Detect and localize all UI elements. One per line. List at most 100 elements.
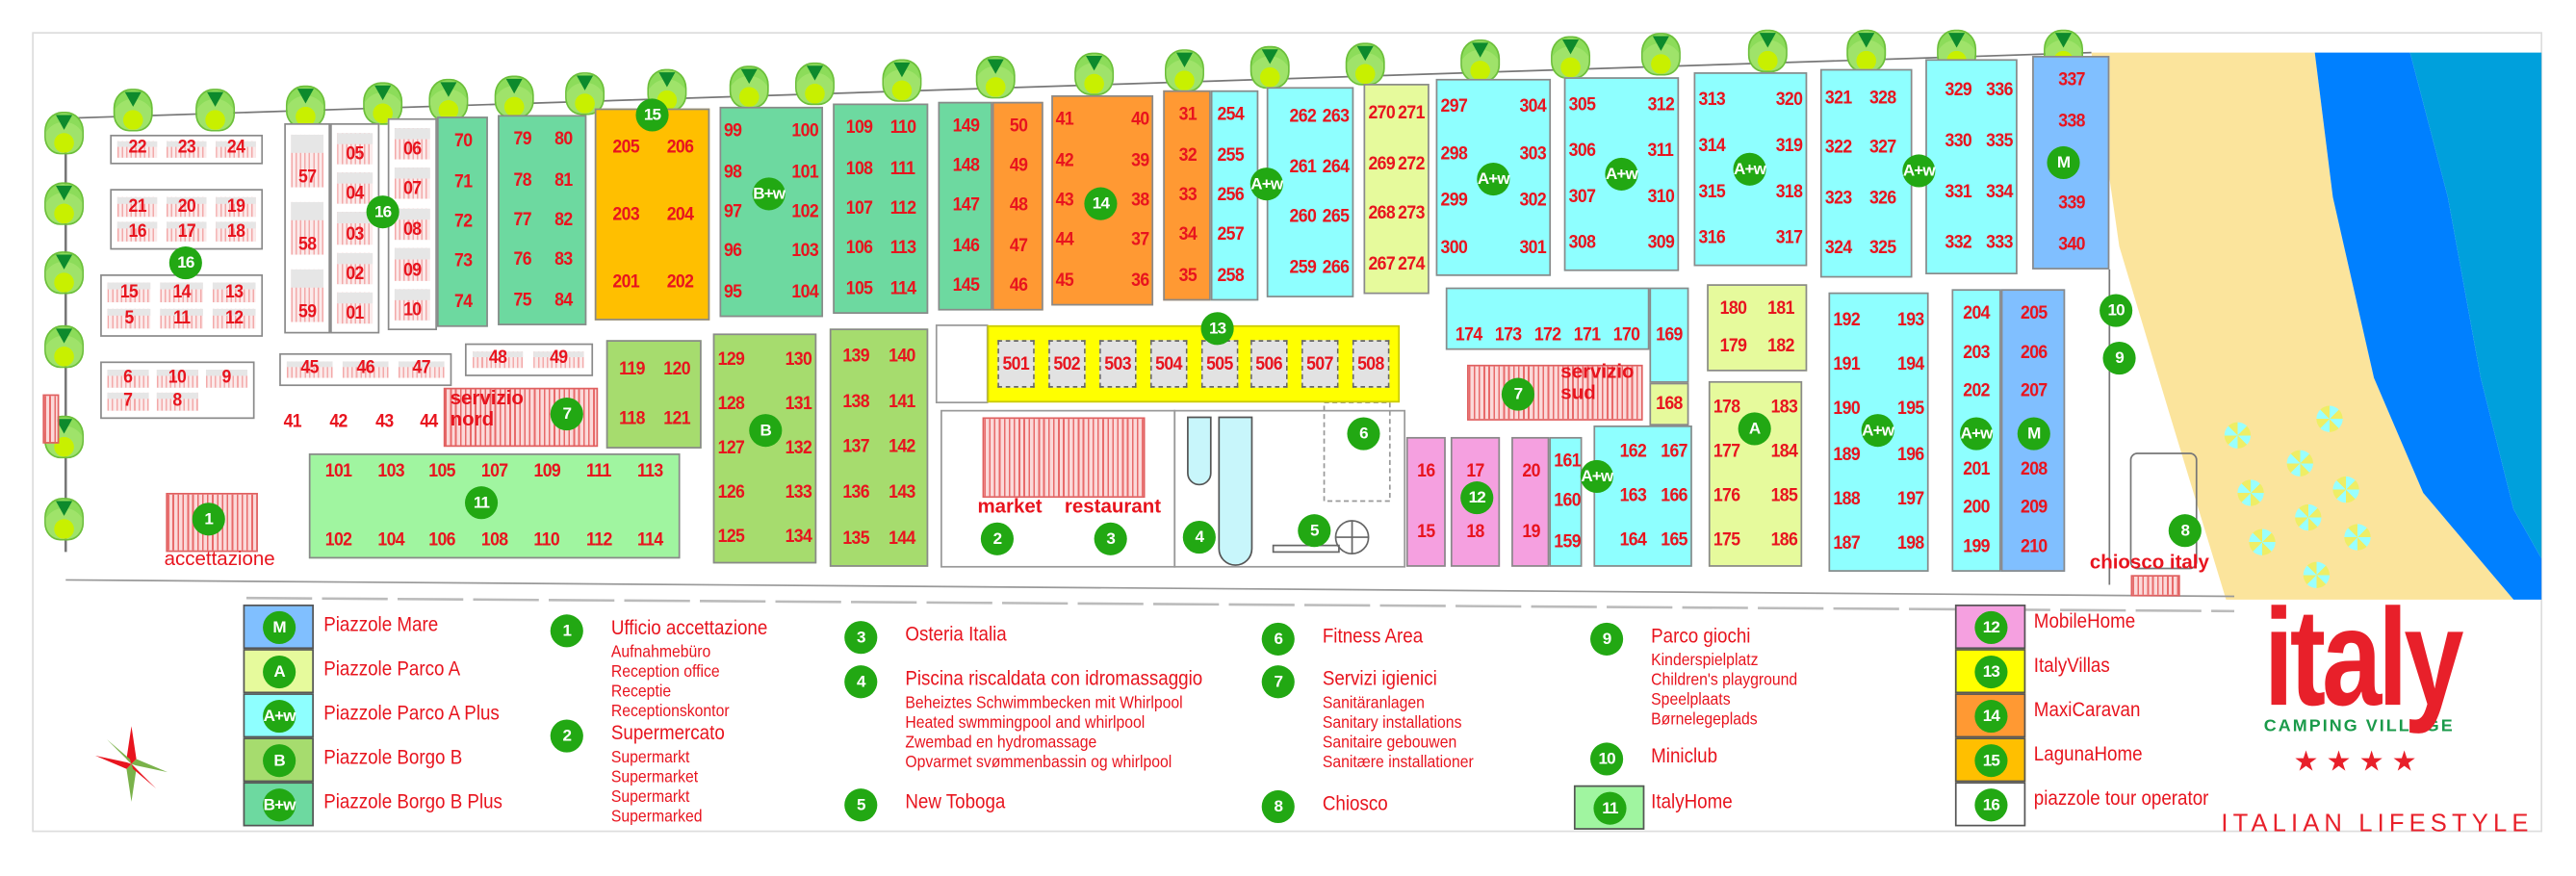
pitch-number[interactable]: 99 [723,121,742,142]
pitch-number[interactable]: 22 [117,138,159,158]
pitch-number[interactable]: 44 [1055,230,1074,251]
pitch-number[interactable]: 323 [1824,188,1852,209]
pitch-number[interactable]: 111 [586,461,611,482]
pitch-number[interactable]: 328 [1868,89,1896,109]
pitch-number[interactable]: 256 [1217,185,1245,206]
pitch-number[interactable]: 17 [166,221,207,243]
pitch-number[interactable]: 329 [1945,79,1972,100]
pitch-number[interactable]: 39 [1131,150,1149,170]
pitch-number[interactable]: 77 [512,210,531,230]
map-marker-badge[interactable]: A+w [1861,414,1894,448]
pitch-number[interactable]: 79 [512,130,531,150]
pitch-number[interactable]: 02 [337,252,373,285]
map-marker-badge[interactable]: 10 [2099,294,2133,327]
pitch-number[interactable]: 324 [1824,238,1852,258]
pitch-number[interactable]: 504 [1149,340,1187,388]
pitch-number[interactable]: 210 [2020,537,2047,557]
pitch-number[interactable]: 73 [453,251,472,272]
pitch-number[interactable]: 112 [889,198,916,219]
map-marker-badge[interactable]: 16 [168,245,202,280]
pitch-number[interactable]: 207 [2020,381,2047,401]
pitch-number[interactable]: 137 [842,437,869,458]
pitch-number[interactable]: 101 [324,461,352,482]
pitch-number[interactable]: 42 [1055,150,1074,170]
pitch-number[interactable]: 78 [512,169,531,191]
pitch-number[interactable]: 259 [1289,257,1317,277]
pitch-number[interactable]: 338 [2057,112,2085,132]
pitch-number[interactable]: 199 [1963,537,1990,557]
pitch-number[interactable]: 203 [1963,342,1990,363]
pitch-number[interactable]: 140 [889,346,915,367]
map-marker-badge[interactable]: 16 [366,195,399,229]
pitch-number[interactable]: 100 [791,121,819,142]
pitch-number[interactable]: 262 [1289,107,1317,127]
pitch-number[interactable]: 110 [533,530,560,551]
pitch-number[interactable]: 148 [951,156,979,177]
pitch-number[interactable]: 31 [1177,105,1197,126]
pitch-number[interactable]: 104 [791,282,819,302]
map-marker-badge[interactable]: 8 [2168,514,2202,548]
pitch-number[interactable]: 131 [785,394,812,415]
pitch-number[interactable]: 168 [1656,394,1683,415]
pitch-number[interactable]: 506 [1250,340,1288,388]
pitch-number[interactable]: 334 [1986,182,2013,203]
pitch-number[interactable]: 179 [1720,337,1747,357]
map-marker-badge[interactable]: M [2047,145,2080,180]
pitch-number[interactable]: 314 [1698,136,1726,157]
pitch-number[interactable]: 04 [337,172,373,204]
map-marker-badge[interactable]: B+w [752,177,786,211]
pitch-number[interactable]: 205 [2020,303,2047,323]
pitch-number[interactable]: 263 [1322,107,1350,127]
pitch-number[interactable]: 206 [665,137,693,157]
pitch-number[interactable]: 322 [1824,138,1852,159]
pitch-number[interactable]: 107 [480,461,508,482]
pitch-number[interactable]: 305 [1568,94,1596,116]
pitch-number[interactable]: 261 [1289,157,1317,177]
pitch-number[interactable]: 202 [665,271,693,292]
pitch-number[interactable]: 106 [428,530,456,551]
pitch-number[interactable]: 160 [1554,492,1581,512]
pitch-number[interactable]: 14 [160,282,203,303]
pitch-number[interactable]: 111 [889,158,915,179]
pitch-number[interactable]: 45 [1055,271,1074,291]
pitch-number[interactable]: 255 [1217,145,1245,166]
map-marker-badge[interactable]: 3 [1094,522,1127,555]
pitch-number[interactable]: 19 [1521,522,1540,542]
map-marker-badge[interactable]: 4 [1182,521,1216,554]
pitch-number[interactable]: 47 [398,359,444,379]
pitch-number[interactable]: 75 [512,290,531,311]
pitch-number[interactable]: 15 [1417,522,1435,542]
pitch-number[interactable]: 307 [1568,187,1596,208]
pitch-number[interactable]: 201 [1963,459,1990,479]
pitch-number[interactable]: 204 [665,204,693,224]
pitch-number[interactable]: 125 [717,527,745,547]
pitch-number[interactable]: 204 [1963,303,1990,323]
pitch-number[interactable]: 18 [1466,522,1484,542]
pitch-number[interactable]: 311 [1648,141,1674,162]
pitch-number[interactable]: 113 [637,461,664,482]
map-marker-badge[interactable]: 6 [1347,417,1380,451]
pitch-number[interactable]: 333 [1986,233,2013,254]
pitch-number[interactable]: 303 [1519,143,1547,165]
pitch-number[interactable]: 172 [1533,324,1561,346]
pitch-number[interactable]: 301 [1519,238,1547,258]
pitch-number[interactable]: 166 [1661,486,1687,506]
pitch-number[interactable]: 320 [1775,90,1803,111]
pitch-number[interactable]: 335 [1986,131,2013,151]
pitch-number[interactable]: 194 [1896,354,1924,375]
pitch-number[interactable]: 70 [453,131,472,152]
pitch-number[interactable]: 206 [2020,342,2047,363]
pitch-number[interactable]: 102 [791,201,819,222]
pitch-number[interactable]: 325 [1868,238,1896,258]
pitch-number[interactable]: 209 [2020,498,2047,519]
pitch-number[interactable]: 17 [1466,461,1484,482]
pitch-number[interactable]: 59 [291,269,324,322]
pitch-number[interactable]: 114 [637,530,664,551]
pitch-number[interactable]: 187 [1833,534,1861,554]
pitch-number[interactable]: 304 [1519,97,1547,117]
pitch-number[interactable]: 80 [554,130,572,150]
pitch-number[interactable]: 120 [662,359,690,380]
pitch-number[interactable]: 71 [453,171,472,192]
pitch-number[interactable]: 165 [1661,529,1687,551]
map-marker-badge[interactable]: 11 [464,486,499,520]
